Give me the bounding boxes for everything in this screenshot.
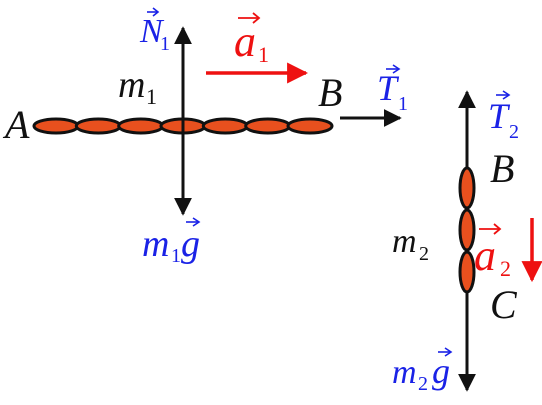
mass2-sub: 2 xyxy=(419,243,429,265)
normal-force-sub: 1 xyxy=(160,33,170,55)
horizontal-chain xyxy=(32,117,334,135)
body1-group: N 1 a 1 m 1 A B T 1 m 1 g xyxy=(2,7,408,267)
weight2-sub: 2 xyxy=(418,373,428,395)
end-b-label-body1: B xyxy=(318,70,342,115)
tension2-symbol: T xyxy=(488,96,511,136)
chain-link xyxy=(74,117,122,135)
tension2-label: T 2 xyxy=(488,90,519,143)
chain-link xyxy=(458,208,476,252)
chain-link xyxy=(286,117,334,135)
acceleration2-sub: 2 xyxy=(500,256,511,281)
acceleration1-symbol: a xyxy=(234,17,256,66)
weight1-symbol: m xyxy=(142,223,169,265)
mass1-label: m 1 xyxy=(118,64,157,109)
chain-link xyxy=(458,166,476,210)
weight2-label: m 2 g xyxy=(392,347,453,395)
acceleration1-sub: 1 xyxy=(258,42,269,67)
weight2-symbol: m xyxy=(392,354,417,391)
normal-force-symbol: N xyxy=(139,13,165,50)
end-b-label-body2: B xyxy=(490,146,514,191)
mass2-symbol: m xyxy=(392,223,417,260)
chain-link xyxy=(244,117,292,135)
end-c-label: C xyxy=(490,282,518,327)
weight2-g: g xyxy=(432,351,450,391)
tension2-sub: 2 xyxy=(509,121,519,143)
chain-link xyxy=(32,117,80,135)
tension1-symbol: T xyxy=(377,68,400,108)
chain-link xyxy=(117,117,165,135)
vertical-chain xyxy=(458,166,476,294)
end-a-label: A xyxy=(2,102,30,147)
acceleration1-label: a 1 xyxy=(234,12,269,67)
mass1-symbol: m xyxy=(118,64,145,106)
body2-group: T 2 B m 2 a 2 C m 2 g xyxy=(392,90,542,395)
weight1-sub: 1 xyxy=(171,245,181,267)
normal-force-label: N 1 xyxy=(139,7,170,55)
tension1-label: T 1 xyxy=(377,64,408,115)
tension1-sub: 1 xyxy=(398,93,408,115)
acceleration2-label: a 2 xyxy=(474,223,511,281)
chain-link xyxy=(201,117,249,135)
acceleration2-symbol: a xyxy=(474,231,496,280)
chain-link xyxy=(458,250,476,294)
weight1-label: m 1 g xyxy=(142,217,201,267)
weight1-g: g xyxy=(181,223,200,265)
mass1-sub: 1 xyxy=(146,84,157,109)
mass2-label: m 2 xyxy=(392,223,429,265)
